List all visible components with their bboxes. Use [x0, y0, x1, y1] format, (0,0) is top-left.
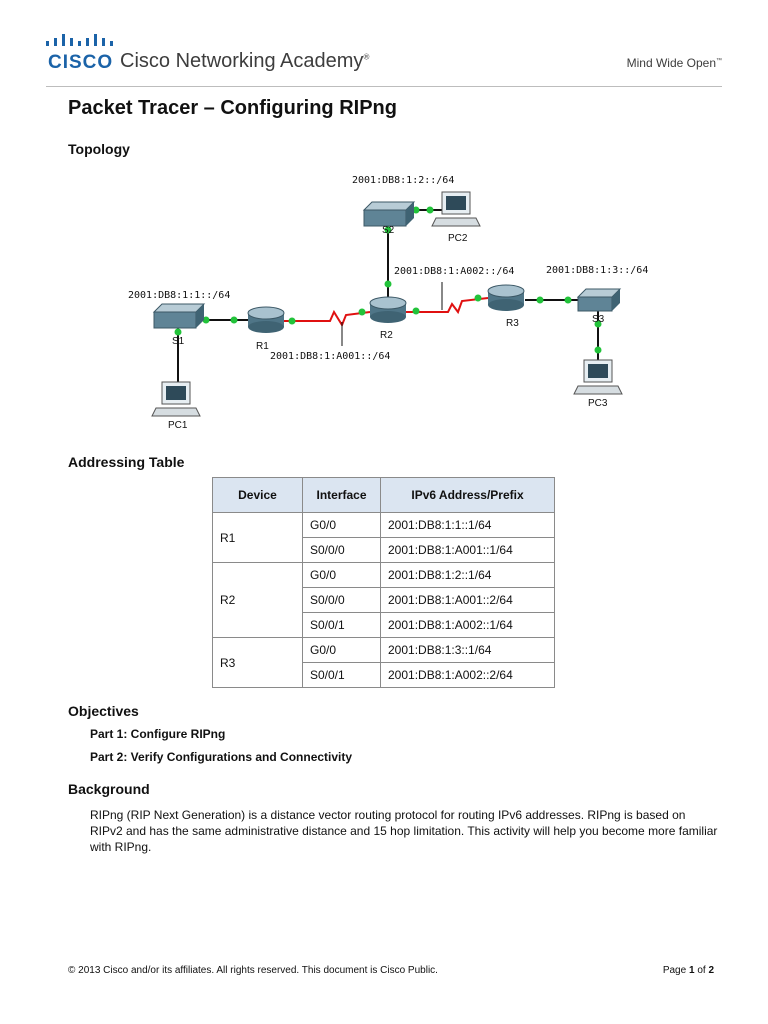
interface-cell: S0/0/0 [302, 587, 381, 613]
address-cell: 2001:DB8:1:A001::1/64 [380, 537, 555, 563]
table-row: R3 G0/0 2001:DB8:1:3::1/64 [212, 637, 555, 688]
router-r1-icon [247, 306, 285, 333]
column-header: Device [212, 477, 303, 513]
interface-cell: S0/0/1 [302, 662, 381, 688]
label-pc1: PC1 [168, 420, 188, 431]
net-label-a001: 2001:DB8:1:A001::/64 [270, 351, 390, 362]
switch-s2-icon [362, 201, 416, 227]
interface-cell: G0/0 [302, 512, 381, 538]
label-r3: R3 [506, 318, 519, 329]
column-header: IPv6 Address/Prefix [380, 477, 555, 513]
objective-part1: Part 1: Configure RIPng [90, 727, 226, 741]
interface-cell: G0/0 [302, 562, 381, 588]
table-row: R2 G0/0 2001:DB8:1:2::1/64 [212, 562, 555, 638]
academy-name: Cisco Networking Academy® [120, 50, 370, 72]
cisco-logo: CISCO [48, 52, 114, 73]
switch-s1-icon [152, 303, 206, 329]
address-cell: 2001:DB8:1:A002::1/64 [380, 612, 555, 638]
device-cell: R2 [212, 562, 303, 638]
cisco-bars-icon [46, 34, 113, 46]
topology-diagram: 2001:DB8:1:2::/64 2001:DB8:1:1::/64 2001… [128, 175, 648, 431]
objectives-heading: Objectives [68, 703, 139, 719]
header-divider [46, 86, 722, 87]
addressing-heading: Addressing Table [68, 454, 185, 470]
background-text: RIPng (RIP Next Generation) is a distanc… [90, 808, 718, 854]
router-r3-icon [487, 284, 525, 311]
address-cell: 2001:DB8:1:2::1/64 [380, 562, 555, 588]
label-r2: R2 [380, 330, 393, 341]
table-row: S0/0/0 2001:DB8:1:A001::1/64 [213, 537, 555, 563]
device-cell: R3 [212, 637, 303, 688]
page-indicator: Page 1 of 2 [662, 965, 714, 976]
net-label-s2: 2001:DB8:1:2::/64 [352, 175, 454, 186]
label-s2: S2 [382, 225, 395, 236]
table-row: R1 G0/0 2001:DB8:1:1::1/64 [212, 512, 555, 563]
objective-part2: Part 2: Verify Configurations and Connec… [90, 750, 353, 764]
pc2-icon [431, 191, 481, 227]
device-cell: R1 [212, 512, 303, 563]
topology-heading: Topology [68, 141, 130, 157]
table-row: S0/0/1 2001:DB8:1:A002::2/64 [213, 662, 555, 688]
label-pc2: PC2 [448, 233, 468, 244]
page-header: CISCO Cisco Networking Academy® Mind Wid… [0, 0, 768, 88]
copyright-text: © 2013 Cisco and/or its affiliates. All … [68, 965, 438, 976]
address-cell: 2001:DB8:1:A001::2/64 [380, 587, 555, 613]
table-row: S0/0/1 2001:DB8:1:A002::1/64 [213, 612, 555, 638]
net-label-s1: 2001:DB8:1:1::/64 [128, 290, 230, 301]
pc3-icon [573, 359, 623, 395]
address-cell: 2001:DB8:1:1::1/64 [380, 512, 555, 538]
tagline: Mind Wide Open™ [626, 56, 722, 70]
page-title: Packet Tracer – Configuring RIPng [68, 97, 397, 119]
net-label-s3: 2001:DB8:1:3::/64 [546, 265, 648, 276]
pc1-icon [151, 381, 201, 417]
column-header: Interface [302, 477, 381, 513]
interface-cell: S0/0/0 [302, 537, 381, 563]
background-heading: Background [68, 781, 150, 797]
interface-cell: S0/0/1 [302, 612, 381, 638]
interface-cell: G0/0 [302, 637, 381, 663]
addressing-table: Device Interface IPv6 Address/Prefix R1 … [212, 477, 555, 688]
label-r1: R1 [256, 341, 269, 352]
label-pc3: PC3 [588, 398, 608, 409]
address-cell: 2001:DB8:1:3::1/64 [380, 637, 555, 663]
label-s3: S3 [592, 314, 605, 325]
address-cell: 2001:DB8:1:A002::2/64 [380, 662, 555, 688]
table-row: S0/0/0 2001:DB8:1:A001::2/64 [213, 587, 555, 613]
router-r2-icon [369, 296, 407, 323]
serial-links [282, 297, 489, 328]
net-label-a002: 2001:DB8:1:A002::/64 [394, 266, 514, 277]
switch-s3-icon [576, 288, 622, 312]
table-header-row: Device Interface IPv6 Address/Prefix [212, 477, 555, 513]
label-s1: S1 [172, 336, 185, 347]
